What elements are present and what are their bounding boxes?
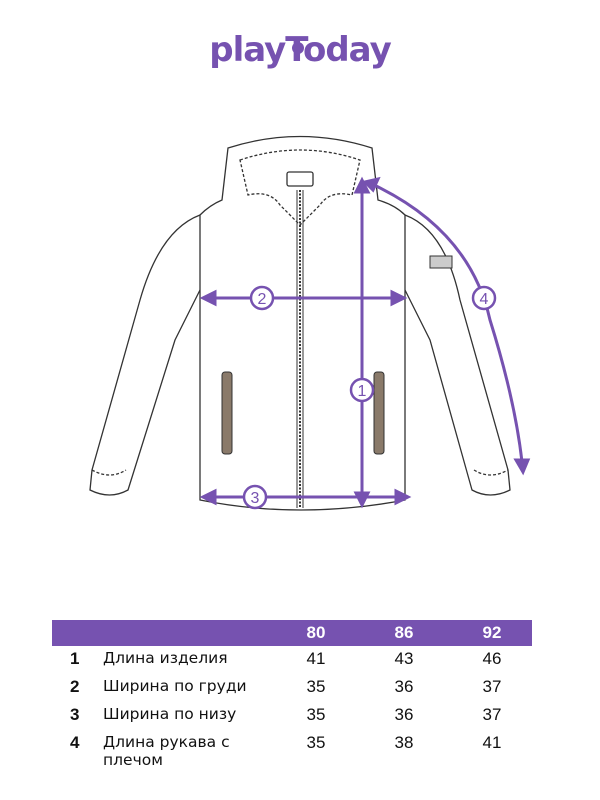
pocket-zippers [221, 371, 385, 455]
marker-badges: 1 2 3 4 [242, 285, 497, 510]
cell: 46 [482, 649, 502, 668]
marker-4: 4 [471, 285, 497, 311]
size-80: 80 [306, 623, 326, 642]
cell: 35 [306, 733, 326, 752]
marker-2: 2 [249, 285, 275, 311]
cell: 35 [306, 677, 326, 696]
row-number: 1 [70, 649, 80, 668]
svg-text:3: 3 [251, 490, 260, 507]
marker-1: 1 [349, 377, 375, 403]
size-table: 80 86 92 1 Длина изделия 41 43 46 2 Шири… [52, 620, 532, 774]
cell: 35 [306, 705, 326, 724]
cell: 41 [306, 649, 326, 668]
table-row: 4 Длина рукава с плечом 35 38 41 [52, 730, 532, 774]
table-row: 2 Ширина по груди 35 36 37 [52, 674, 532, 702]
measurement-arrows [199, 176, 531, 509]
row-number: 3 [70, 705, 80, 724]
row-label: Ширина по низу [103, 705, 237, 723]
size-header: 80 86 92 [52, 620, 532, 646]
zipper [296, 190, 304, 508]
row-label: Длина изделия [103, 649, 228, 667]
svg-text:4: 4 [480, 291, 489, 308]
svg-text:2: 2 [258, 291, 267, 308]
cell: 37 [482, 705, 502, 724]
svg-text:1: 1 [358, 383, 367, 400]
row-label: Длина рукава с плечом [103, 733, 230, 769]
cell: 38 [394, 733, 414, 752]
cell: 43 [394, 649, 414, 668]
cell: 36 [394, 677, 414, 696]
logo-dot [292, 42, 304, 54]
jacket-measurement-diagram: 1 2 3 4 [89, 135, 531, 511]
row-number: 4 [70, 733, 80, 752]
cell: 36 [394, 705, 414, 724]
sleeve-badge [429, 255, 453, 269]
table-row: 3 Ширина по низу 35 36 37 [52, 702, 532, 730]
marker-3: 3 [242, 484, 268, 510]
table-row: 1 Длина изделия 41 43 46 [52, 646, 532, 674]
size-92: 92 [482, 623, 502, 642]
row-number: 2 [70, 677, 80, 696]
row-label: Ширина по груди [103, 677, 247, 695]
cell: 41 [482, 733, 502, 752]
cell: 37 [482, 677, 502, 696]
size-86: 86 [394, 623, 414, 642]
